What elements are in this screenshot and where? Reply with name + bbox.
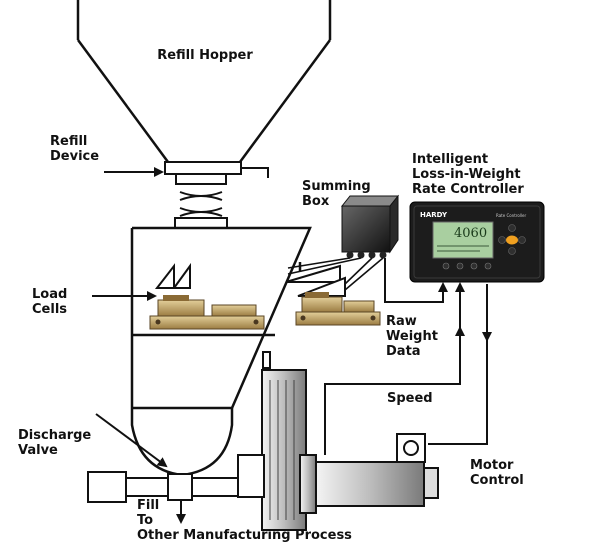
controller-label-line2: Loss-in-Weight — [412, 167, 521, 182]
refill-hopper — [76, 0, 332, 163]
controller-model: Rate Controller — [496, 213, 526, 218]
load-cell-left — [149, 295, 265, 330]
speed-label: Speed — [387, 391, 433, 406]
speed-line — [324, 282, 465, 455]
controller-label-line1: Intelligent — [412, 152, 489, 167]
raw-weight-data-label-line2: Weight — [386, 329, 438, 344]
load-cells-label-line1: Load — [32, 287, 68, 302]
load-cell-mount-left — [154, 262, 191, 289]
load-cells-label-line2: Cells — [32, 302, 68, 317]
motor-fins — [269, 380, 295, 520]
load-cell-right — [295, 292, 381, 326]
summing-box-label-line1: Summing — [302, 179, 371, 194]
raw-weight-data-line — [384, 258, 448, 303]
refill-device-label-line1: Refill — [50, 134, 88, 149]
discharge-valve-arrow — [95, 413, 168, 468]
raw-weight-data-label-line1: Raw — [386, 314, 417, 329]
motor-control-line — [428, 284, 492, 445]
motor-control-label-line1: Motor — [470, 458, 514, 473]
controller-nav-down — [508, 247, 516, 255]
refill-hopper-label: Refill Hopper — [157, 48, 253, 63]
summing-box-label-line2: Box — [302, 194, 330, 209]
summing-box — [340, 194, 400, 259]
fill-to-label-line2: To — [137, 513, 154, 528]
controller-lcd-value: 4060 — [454, 226, 487, 241]
controller-nav-left — [498, 236, 506, 244]
raw-weight-data-label-line3: Data — [386, 344, 421, 359]
discharge-valve-label-line1: Discharge — [18, 428, 92, 443]
controller-brand: HARDY — [420, 211, 448, 219]
fill-to-label-line1: Fill — [137, 498, 160, 513]
controller-label-line3: Rate Controller — [412, 182, 524, 197]
refill-device — [164, 161, 269, 229]
discharge-valve-label-line2: Valve — [18, 443, 58, 458]
controller-nav-up — [508, 224, 516, 232]
pointer-arrows — [92, 167, 186, 524]
controller-enter-button — [506, 235, 518, 245]
refill-device-label-line2: Device — [50, 149, 100, 164]
load-cell-cables — [287, 257, 384, 291]
motor-control-label-line2: Control — [470, 473, 524, 488]
controller-lcd — [432, 221, 494, 259]
controller-nav-right — [518, 236, 526, 244]
other-process-label: Other Manufacturing Process — [137, 528, 352, 543]
rate-controller: HARDY Rate Controller 4060 — [409, 201, 545, 283]
load-cell-mount-right — [285, 264, 346, 297]
